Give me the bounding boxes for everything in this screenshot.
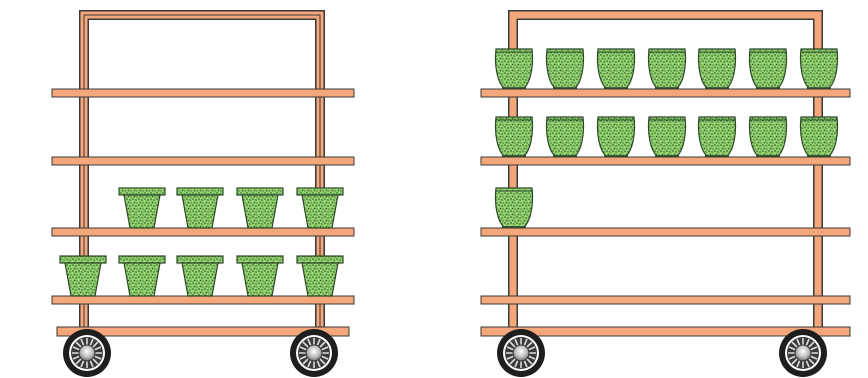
flower-pot-icon	[494, 116, 534, 157]
left-cart-frame	[79, 10, 325, 330]
flower-pot-icon	[236, 187, 284, 229]
flower-pot-icon	[118, 187, 166, 229]
flower-pot-icon	[545, 116, 585, 157]
left-cart	[51, 10, 355, 377]
right-cart-shelves	[480, 88, 851, 337]
left-shelf-3	[51, 227, 355, 237]
right-shelf-4	[480, 295, 851, 305]
wheel-icon	[290, 329, 338, 377]
right-cart-frame	[508, 10, 823, 330]
flower-pot-icon	[59, 255, 107, 297]
flower-pot-icon	[296, 187, 344, 229]
flower-pot-icon	[236, 255, 284, 297]
wheel-icon	[779, 329, 827, 377]
flower-pot-icon	[176, 255, 224, 297]
left-shelf-1	[51, 88, 355, 98]
flower-pot-icon	[647, 48, 687, 89]
left-cart-wheels	[63, 329, 338, 377]
flower-pot-icon	[118, 255, 166, 297]
flower-pot-icon	[545, 48, 585, 89]
right-cart-wheels	[497, 329, 827, 377]
left-base-rail	[56, 326, 350, 337]
flower-pot-icon	[647, 116, 687, 157]
flower-pot-icon	[748, 48, 788, 89]
left-cart-pots	[59, 187, 344, 297]
right-base-rail	[480, 326, 851, 337]
flower-pot-icon	[176, 187, 224, 229]
flower-pot-icon	[799, 48, 839, 89]
flower-pot-icon	[494, 187, 534, 228]
flower-pot-icon	[748, 116, 788, 157]
right-cart	[480, 10, 851, 377]
wheel-icon	[63, 329, 111, 377]
left-shelf-4	[51, 295, 355, 305]
right-shelf-3	[480, 227, 851, 237]
right-cart-pots	[494, 48, 839, 228]
flower-pot-icon	[697, 116, 737, 157]
flower-pot-icon	[596, 48, 636, 89]
flower-pot-icon	[697, 48, 737, 89]
right-shelf-1	[480, 88, 851, 98]
wheel-icon	[497, 329, 545, 377]
flower-pot-icon	[799, 116, 839, 157]
left-cart-shelves	[51, 88, 355, 337]
left-shelf-2	[51, 156, 355, 166]
flower-pot-icon	[296, 255, 344, 297]
flower-pot-icon	[596, 116, 636, 157]
right-shelf-2	[480, 156, 851, 166]
flower-pot-icon	[494, 48, 534, 89]
